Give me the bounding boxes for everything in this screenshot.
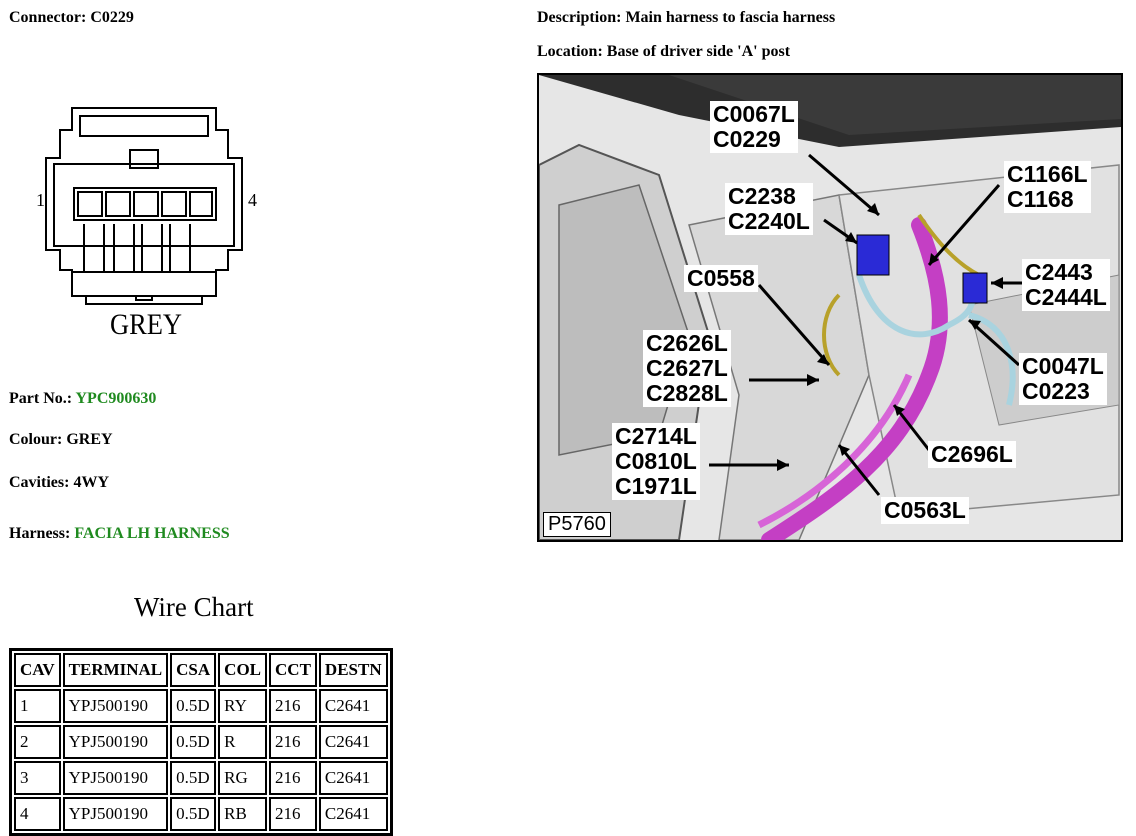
cell-cav: 1 <box>14 689 61 723</box>
cavities-label: Cavities: <box>9 474 70 491</box>
colour-field: Colour: GREY <box>9 431 113 449</box>
table-row: 1 YPJ500190 0.5D RY 216 C2641 <box>14 689 388 723</box>
part-no-label: Part No.: <box>9 390 73 407</box>
callout-c0067l-c0229: C0067L C0229 <box>710 101 798 153</box>
cell-cav: 4 <box>14 797 61 831</box>
cell-cav: 3 <box>14 761 61 795</box>
cell-cct: 216 <box>269 761 317 795</box>
diagram-colour-text: GREY <box>110 308 182 341</box>
cavities-field: Cavities: 4WY <box>9 474 109 492</box>
callout-text: C2443 <box>1025 259 1093 285</box>
cell-cct: 216 <box>269 725 317 759</box>
callout-c0558: C0558 <box>684 265 758 292</box>
callout-text: C0223 <box>1022 378 1090 404</box>
connector-value: C0229 <box>90 9 134 26</box>
cell-destn: C2641 <box>318 725 388 759</box>
cell-destn: C2641 <box>318 761 388 795</box>
location-label: Location: <box>537 43 603 60</box>
cell-cct: 216 <box>269 689 317 723</box>
wire-chart-header-row: CAV TERMINAL CSA COL CCT DESTN <box>14 653 388 687</box>
cell-col: RY <box>218 689 268 723</box>
header-terminal: TERMINAL <box>62 653 169 687</box>
cell-col: RG <box>218 761 268 795</box>
harness-label: Harness: <box>9 525 71 542</box>
cell-terminal: YPJ500190 <box>62 689 169 723</box>
pin-1-label: 1 <box>36 190 45 210</box>
callout-text: C2240L <box>728 208 810 234</box>
callout-text: C2714L <box>615 423 697 449</box>
connector-face-diagram: 1 4 GREY <box>36 107 257 341</box>
header-cct: CCT <box>269 653 317 687</box>
header-col: COL <box>218 653 268 687</box>
callout-text: C0558 <box>687 265 755 291</box>
table-row: 3 YPJ500190 0.5D RG 216 C2641 <box>14 761 388 795</box>
colour-label: Colour: <box>9 431 63 448</box>
callout-text: C0229 <box>713 126 781 152</box>
callout-text: C2828L <box>646 380 728 406</box>
cell-col: RB <box>218 797 268 831</box>
callout-text: C1971L <box>615 473 697 499</box>
callout-c0047l-c0223: C0047L C0223 <box>1019 353 1107 405</box>
part-no-value[interactable]: YPC900630 <box>75 390 157 407</box>
callout-c2238-c2240l: C2238 C2240L <box>725 183 813 235</box>
colour-value: GREY <box>66 431 113 448</box>
cell-csa: 0.5D <box>170 725 217 759</box>
cell-terminal: YPJ500190 <box>62 761 169 795</box>
callout-text: C1168 <box>1007 186 1074 212</box>
callout-text: C1166L <box>1007 161 1088 187</box>
connector-label: Connector: <box>9 9 87 26</box>
cell-cav: 2 <box>14 725 61 759</box>
harness-field: Harness: FACIA LH HARNESS <box>9 525 230 543</box>
callout-text: C0810L <box>615 448 697 474</box>
callout-text: C0563L <box>884 497 966 523</box>
cavities-value: 4WY <box>73 474 109 491</box>
pin-4-label: 4 <box>248 190 257 210</box>
callout-text: C2696L <box>931 441 1013 467</box>
callout-c0563l: C0563L <box>881 497 969 524</box>
callout-text: C2627L <box>646 355 728 381</box>
cell-terminal: YPJ500190 <box>62 725 169 759</box>
header-csa: CSA <box>170 653 217 687</box>
cell-destn: C2641 <box>318 689 388 723</box>
callout-text: C0067L <box>713 101 795 127</box>
cell-csa: 0.5D <box>170 689 217 723</box>
wire-chart-table: CAV TERMINAL CSA COL CCT DESTN 1 YPJ5001… <box>9 648 393 836</box>
description-value: Main harness to fascia harness <box>625 9 836 26</box>
description-field: Description: Main harness to fascia harn… <box>537 9 835 27</box>
cell-destn: C2641 <box>318 797 388 831</box>
callout-text: C2626L <box>646 330 728 356</box>
callout-text: C0047L <box>1022 353 1104 379</box>
description-label: Description: <box>537 9 622 26</box>
cell-csa: 0.5D <box>170 761 217 795</box>
callout-c2696l: C2696L <box>928 441 1016 468</box>
connector-field: Connector: C0229 <box>9 9 134 27</box>
callout-c2443-c2444l: C2443 C2444L <box>1022 259 1110 311</box>
harness-value[interactable]: FACIA LH HARNESS <box>74 525 230 542</box>
cell-col: R <box>218 725 268 759</box>
cell-cct: 216 <box>269 797 317 831</box>
header-cav: CAV <box>14 653 61 687</box>
location-photo: C0067L C0229 C2238 C2240L C1166L C1168 C… <box>537 73 1123 542</box>
cell-csa: 0.5D <box>170 797 217 831</box>
cell-terminal: YPJ500190 <box>62 797 169 831</box>
table-row: 4 YPJ500190 0.5D RB 216 C2641 <box>14 797 388 831</box>
location-photo-illustration <box>539 75 1121 540</box>
table-row: 2 YPJ500190 0.5D R 216 C2641 <box>14 725 388 759</box>
wire-chart-title: Wire Chart <box>134 592 254 622</box>
photo-reference-number: P5760 <box>543 512 611 537</box>
location-value: Base of driver side 'A' post <box>606 43 791 60</box>
part-no-field: Part No.: YPC900630 <box>9 390 156 408</box>
callout-c2714l-c0810l-c1971l: C2714L C0810L C1971L <box>612 423 700 500</box>
callout-c1166l-c1168: C1166L C1168 <box>1004 161 1091 213</box>
callout-text: C2444L <box>1025 284 1107 310</box>
callout-text: C2238 <box>728 183 796 209</box>
header-destn: DESTN <box>318 653 388 687</box>
location-field: Location: Base of driver side 'A' post <box>537 43 790 61</box>
callout-c2626l-c2627l-c2828l: C2626L C2627L C2828L <box>643 330 731 407</box>
